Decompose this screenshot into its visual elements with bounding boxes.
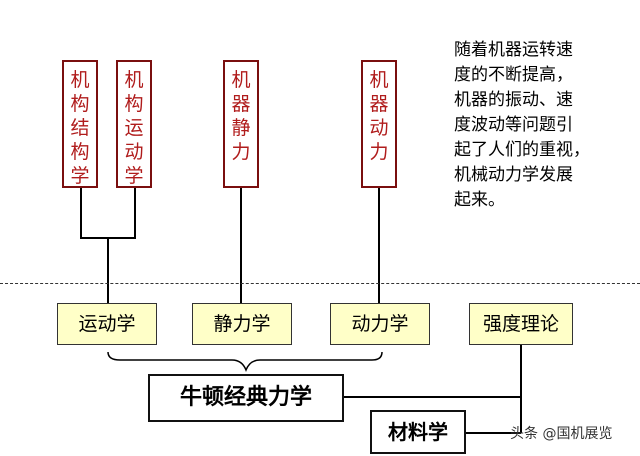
connector-kinematics-down xyxy=(134,188,136,238)
box-machine-dynamics: 机 器 动 力 xyxy=(361,60,397,188)
description-note: 随着机器运转速 度的不断提高， 机器的振动、速 度波动等问题引 起了人们的重视，… xyxy=(454,40,590,210)
box-dynamics: 动力学 xyxy=(330,303,430,345)
box-strength-theory: 强度理论 xyxy=(469,303,573,345)
dashed-divider xyxy=(0,283,640,284)
watermark: 头条 @国机展览 xyxy=(510,426,613,442)
connector-to-statics xyxy=(240,188,242,305)
box-statics: 静力学 xyxy=(192,303,292,345)
box-kinematics: 运动学 xyxy=(57,303,157,345)
box-mechanism-structure: 机 构 结 构 学 xyxy=(62,60,98,188)
box-newtonian-mechanics: 牛顿经典力学 xyxy=(148,374,344,422)
connector-structure-down xyxy=(80,188,82,238)
connector-to-kinematics xyxy=(107,237,109,305)
box-materials: 材料学 xyxy=(370,410,466,454)
box-mechanism-kinematics: 机 构 运 动 学 xyxy=(116,60,152,188)
box-machine-statics: 机 器 静 力 xyxy=(223,60,259,188)
connector-to-dynamics xyxy=(378,188,380,305)
